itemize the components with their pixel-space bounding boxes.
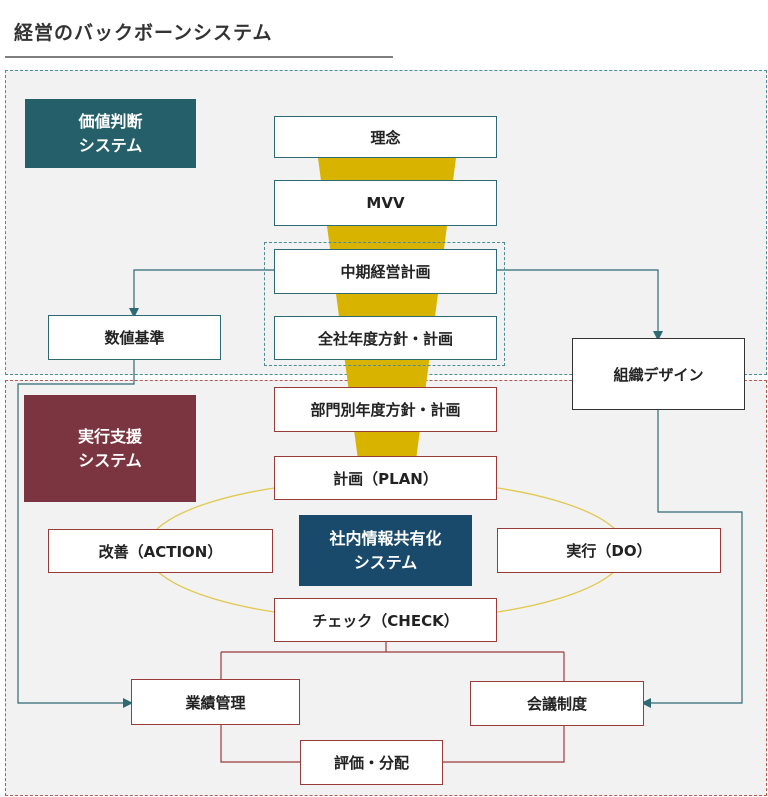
- execution-support-system: 実行支援 システム: [24, 395, 196, 502]
- arrow-org-to-meeting: [641, 410, 743, 708]
- department-annual-policy-box: 部門別年度方針・計画: [274, 387, 497, 432]
- arrow-plan-to-org: [497, 269, 663, 341]
- org-design-box: 組織デザイン: [572, 338, 745, 410]
- value-judgement-system: 価値判断 システム: [25, 99, 196, 168]
- page-title: 経営のバックボーンシステム: [14, 22, 273, 44]
- check-box: チェック（CHECK）: [274, 598, 497, 642]
- meeting-system-box: 会議制度: [470, 681, 644, 726]
- arrow-plan-to-numeric: [129, 269, 274, 318]
- arrow-numeric-to-performance: [17, 360, 135, 708]
- mid-term-plan-box: 中期経営計画: [274, 249, 497, 294]
- philosophy-box: 理念: [274, 116, 497, 158]
- mvv-box: MVV: [274, 180, 497, 226]
- line-results-to-evaluation: [220, 725, 565, 763]
- do-box: 実行（DO）: [497, 528, 721, 573]
- performance-management-box: 業績管理: [131, 679, 300, 725]
- line-check-to-results: [220, 642, 565, 681]
- plan-group-border: [264, 242, 505, 366]
- info-sharing-system: 社内情報共有化 システム: [299, 515, 472, 586]
- funnel-shape: [318, 158, 456, 460]
- numeric-standard-box: 数値基準: [48, 315, 221, 360]
- plan-box: 計画（PLAN）: [274, 456, 497, 500]
- title-underline: [5, 56, 393, 58]
- company-annual-policy-box: 全社年度方針・計画: [274, 316, 497, 360]
- evaluation-distribution-box: 評価・分配: [300, 740, 443, 785]
- action-box: 改善（ACTION）: [48, 529, 273, 573]
